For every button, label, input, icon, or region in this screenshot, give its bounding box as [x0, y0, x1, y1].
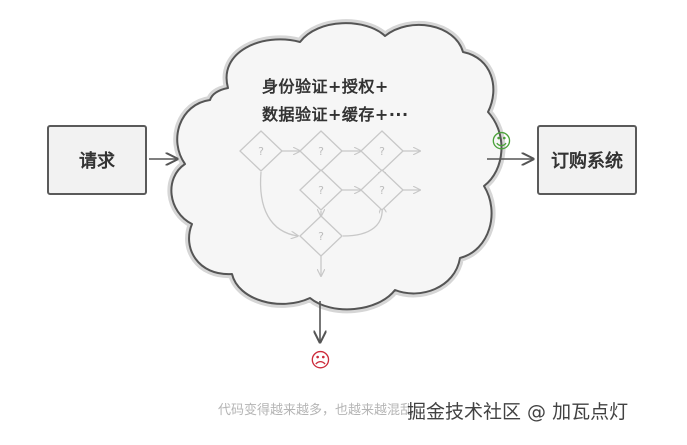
caption: 代码变得越来越多，也越来越混乱 — [218, 403, 414, 418]
decision-label: ? — [318, 184, 324, 197]
cloud-text-line-1: 身份验证+授权+ — [262, 77, 389, 96]
request-label: 请求 — [79, 151, 115, 172]
decision-label: ? — [318, 145, 324, 158]
happy-face-icon: ☺ — [491, 129, 512, 153]
decision-label: ? — [318, 230, 324, 243]
watermark: 掘金技术社区 @ 加瓦点灯 — [407, 401, 629, 423]
decision-label: ? — [379, 145, 385, 158]
cloud — [170, 22, 503, 311]
flow-curve — [259, 171, 298, 236]
request-box: 请求 — [47, 125, 147, 195]
flow-curve — [342, 206, 382, 237]
decision-diamond — [239, 130, 283, 172]
sad-face-icon: ☹ — [310, 348, 331, 372]
flowchart — [239, 130, 420, 276]
decision-labels: ? ? ? ? ? ? — [258, 145, 385, 243]
order-system-label: 订购系统 — [551, 151, 623, 172]
decision-diamond — [299, 215, 343, 257]
cloud-text-line-2: 数据验证+缓存+··· — [262, 105, 409, 124]
decision-diamond — [360, 169, 404, 211]
decision-label: ? — [258, 145, 264, 158]
decision-label: ? — [379, 184, 385, 197]
order-system-box: 订购系统 — [537, 125, 637, 195]
decision-diamond — [299, 169, 343, 211]
